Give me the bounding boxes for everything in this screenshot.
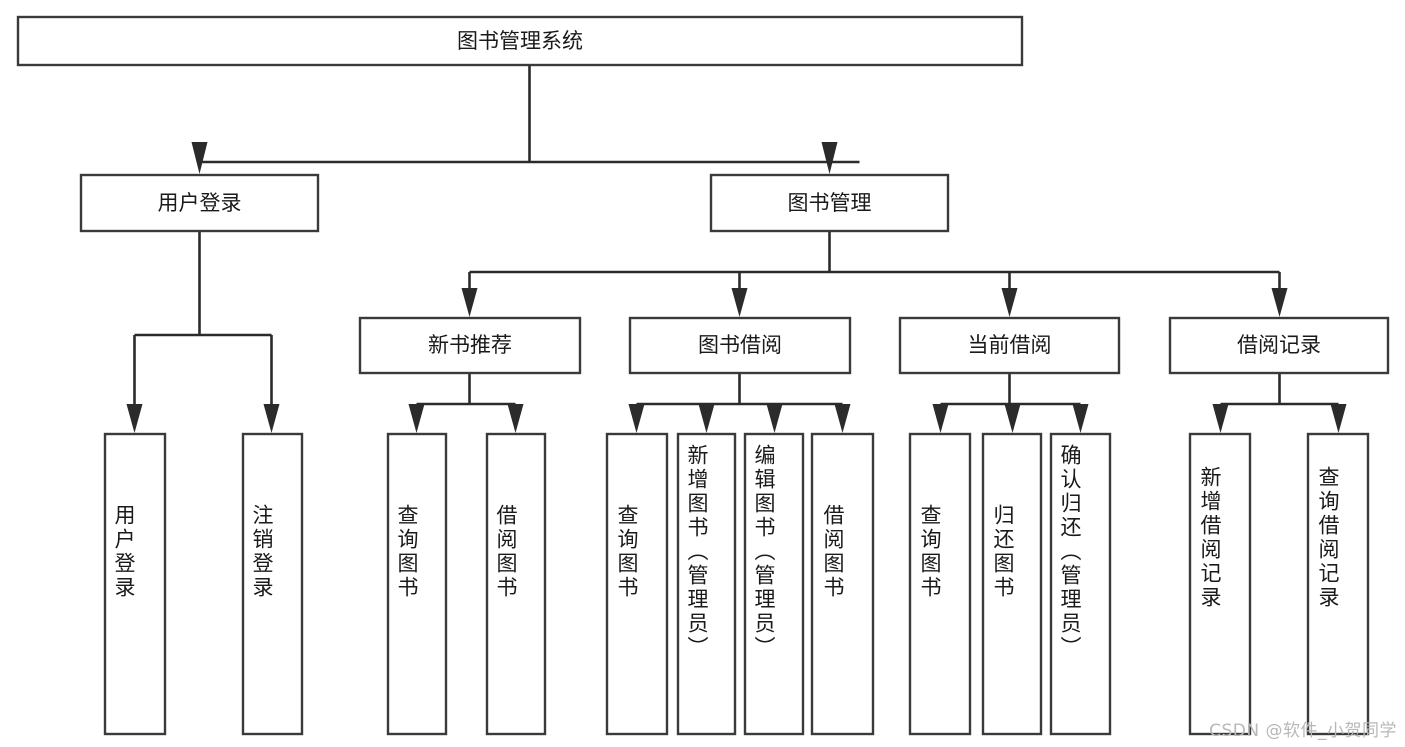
arrow-head-leaf-logout [263,404,280,433]
node-box-leaf-user-login[interactable] [103,432,167,736]
arrow-head-leaf-confirm-return [1072,404,1089,433]
node-box-leaf-query-record[interactable] [1306,432,1370,736]
arrow-head-borrow-record [1271,288,1288,317]
arrow-head-user-login [191,142,208,174]
arrow-head-leaf-user-login [126,404,143,433]
node-box-leaf-query-book-2[interactable] [605,432,669,736]
node-box-leaf-edit-book[interactable] [743,432,805,736]
node-box-book-manage[interactable] [709,173,950,233]
node-box-borrow-record[interactable] [1168,316,1390,375]
connector-group-root-to-level2 [198,65,860,164]
node-label-book-manage: 图书管理 [788,191,872,215]
arrow-head-leaf-query-record [1330,404,1347,433]
arrow-head-new-book-rec [461,288,478,317]
node-box-root[interactable] [16,15,1024,67]
node-box-leaf-logout[interactable] [241,432,304,736]
node-box-new-book-rec[interactable] [358,316,582,375]
node-box-book-borrow[interactable] [628,316,852,375]
node-label-current-borrow: 当前借阅 [968,333,1052,357]
arrow-head-leaf-borrow-book-1 [507,404,524,433]
node-box-user-login[interactable] [79,173,320,233]
node-label-borrow-record: 借阅记录 [1237,333,1321,357]
node-label-book-borrow: 图书借阅 [698,333,782,357]
node-label-new-book-rec: 新书推荐 [428,333,512,357]
arrow-head-leaf-query-book-3 [932,404,949,433]
arrow-head-leaf-return-book [1004,404,1021,433]
arrow-head-current-borrow [1001,288,1018,317]
node-box-current-borrow[interactable] [898,316,1121,375]
node-box-leaf-add-book[interactable] [676,432,737,736]
arrow-head-leaf-query-book-1 [408,404,425,433]
node-box-leaf-borrow-book-2[interactable] [810,432,875,736]
node-label-root: 图书管理系统 [457,29,583,53]
arrow-head-leaf-query-book-2 [628,404,645,433]
node-box-leaf-query-book-3[interactable] [908,432,972,736]
node-box-leaf-confirm-return[interactable] [1049,432,1112,736]
watermark-text: CSDN @软件_小贺同学 [1209,721,1397,741]
node-box-leaf-query-book-1[interactable] [386,432,448,736]
arrow-head-leaf-add-book [698,404,715,433]
arrow-head-leaf-add-record [1212,404,1229,433]
arrow-head-book-borrow [731,288,748,317]
arrow-head-leaf-edit-book [766,404,783,433]
node-label-user-login: 用户登录 [158,191,242,215]
node-box-leaf-borrow-book-1[interactable] [485,432,547,736]
arrow-head-leaf-borrow-book-2 [834,404,851,433]
arrow-head-book-manage [821,142,838,174]
node-box-leaf-add-record[interactable] [1188,432,1252,736]
node-box-leaf-return-book[interactable] [981,432,1043,736]
